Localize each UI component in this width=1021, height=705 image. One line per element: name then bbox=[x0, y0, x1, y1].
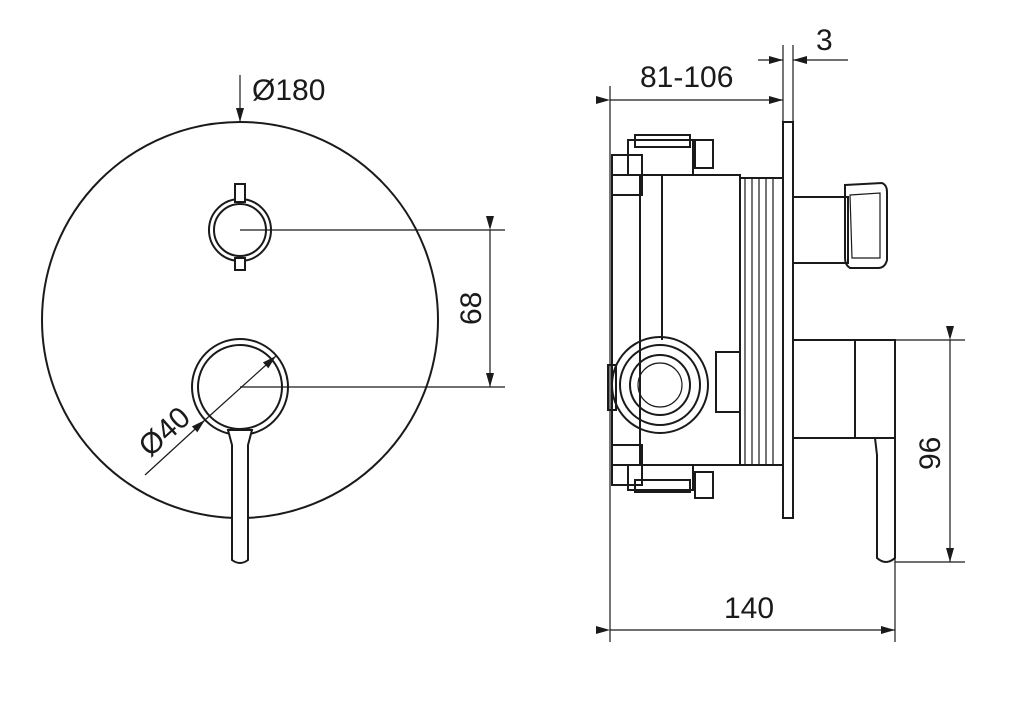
thread bbox=[739, 177, 784, 466]
dim-diameter-180: Ø180 bbox=[252, 74, 325, 107]
dim-140: 140 bbox=[724, 592, 774, 625]
mixer-handle-side bbox=[792, 339, 896, 563]
dim-81-106: 81-106 bbox=[640, 61, 733, 94]
cover-plate-side bbox=[782, 121, 794, 519]
dim-96: 96 bbox=[914, 437, 947, 470]
dim-3: 3 bbox=[816, 24, 833, 57]
diverter-knob bbox=[208, 183, 272, 271]
diverter-knob-side bbox=[792, 181, 888, 269]
mixer-knob bbox=[191, 338, 289, 564]
dim-diameter-40: Ø40 bbox=[133, 401, 197, 463]
side-view: 81-106 3 96 140 bbox=[596, 24, 965, 642]
front-view: Ø180 68 Ø40 bbox=[41, 74, 505, 564]
valve-body bbox=[607, 134, 741, 499]
dim-68: 68 bbox=[455, 292, 488, 325]
